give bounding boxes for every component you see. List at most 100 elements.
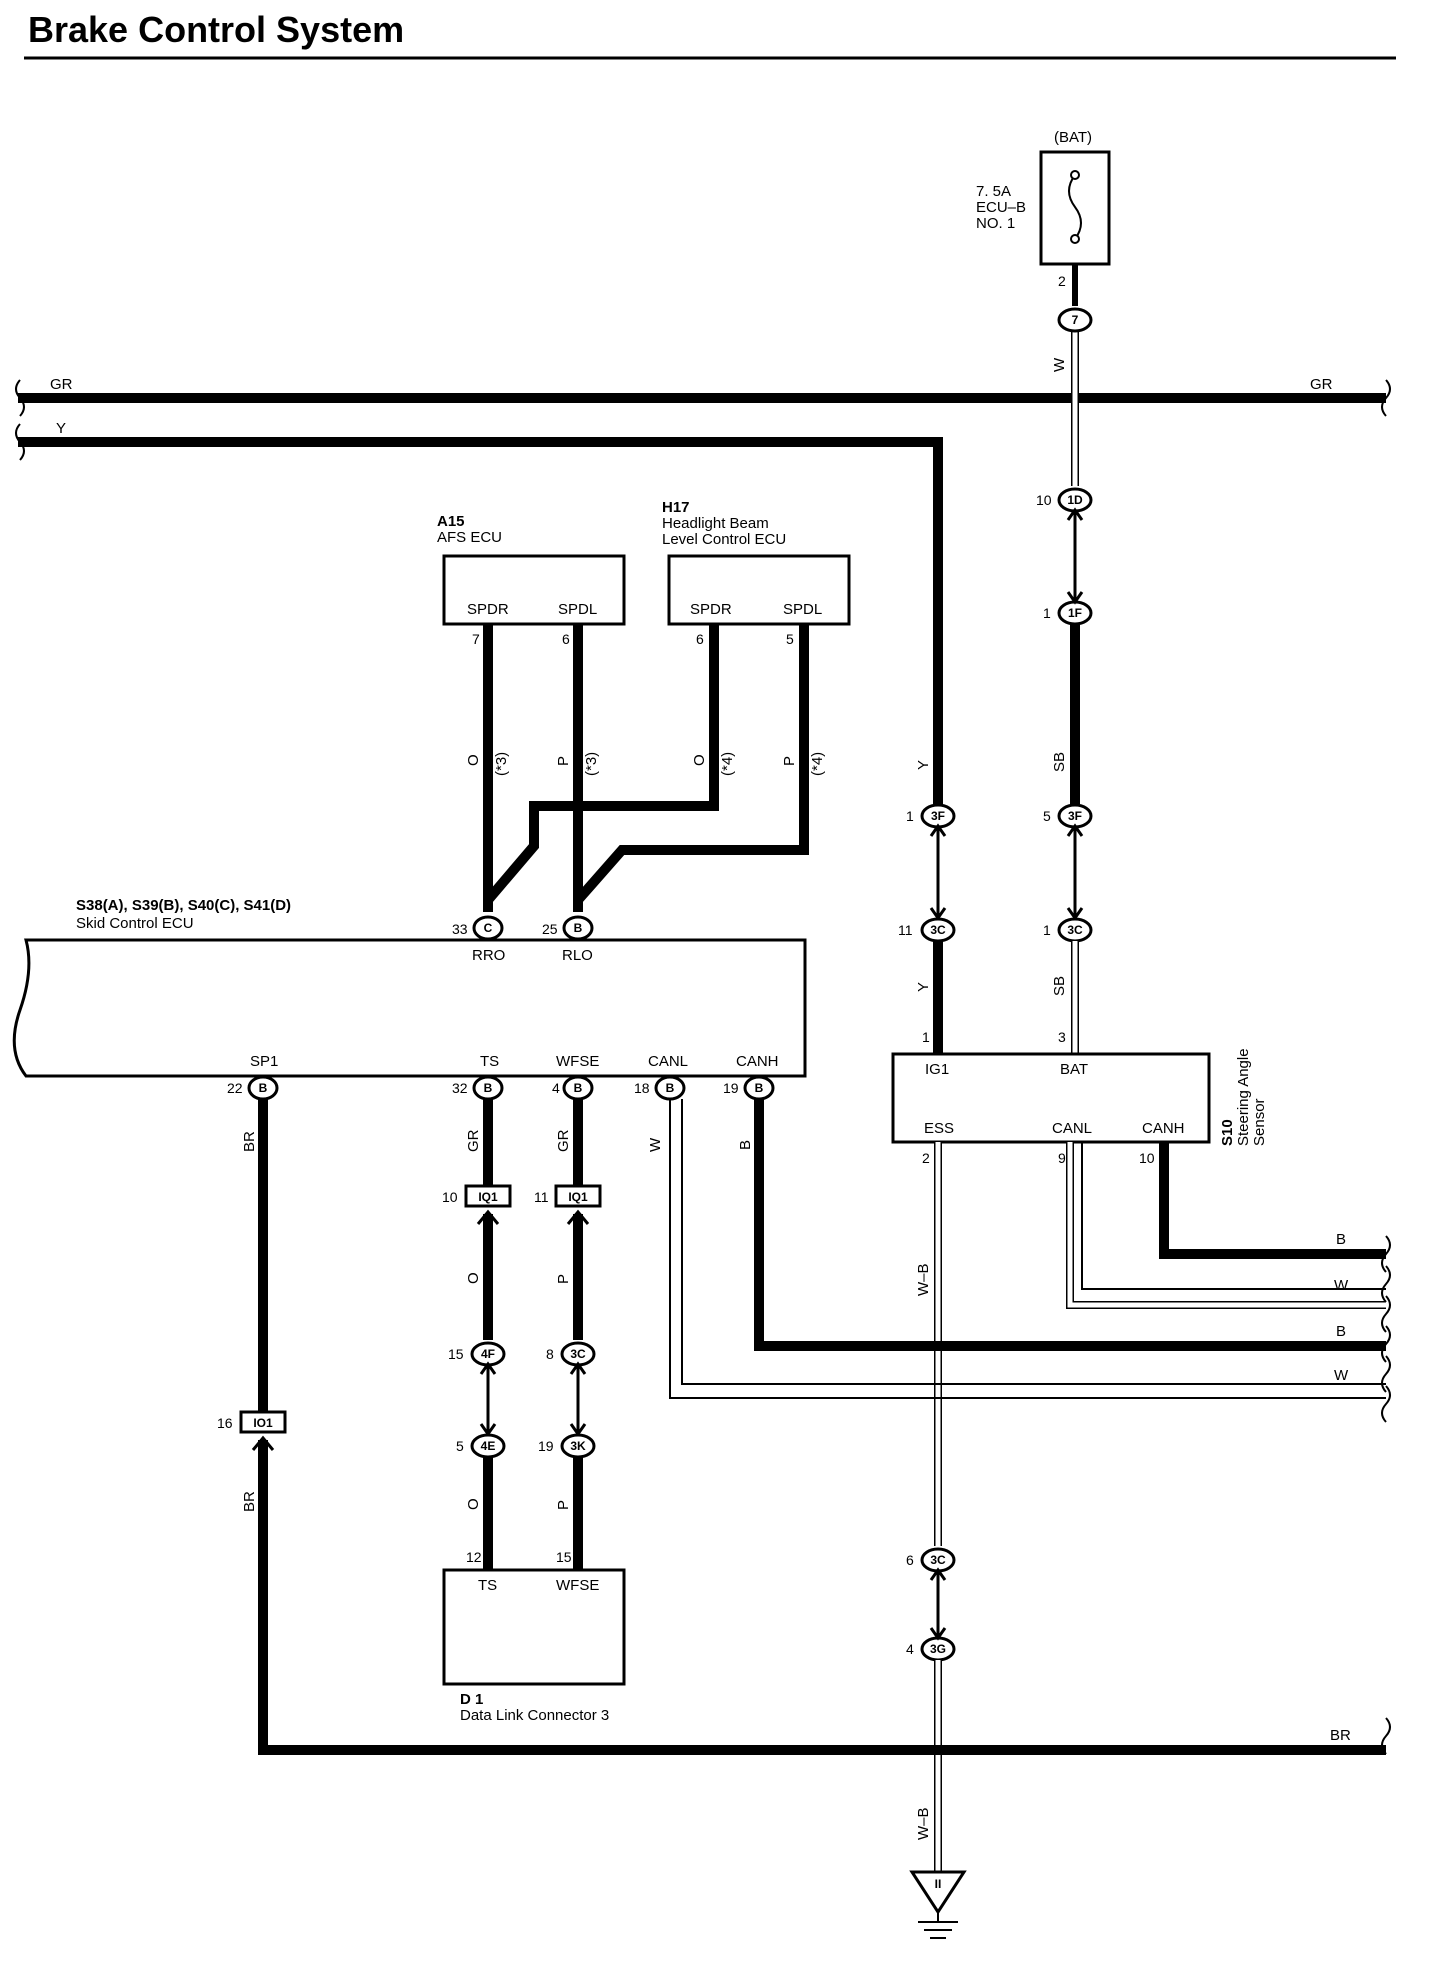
svg-text:B: B [1336, 1323, 1346, 1340]
br-wire-bottom: BR BR [241, 1435, 1386, 1755]
svg-text:(*4): (*4) [719, 752, 736, 776]
connector-3c-6: 3C 6 [906, 1547, 956, 1573]
svg-text:TS: TS [478, 1577, 497, 1594]
svg-text:CANH: CANH [736, 1053, 779, 1070]
svg-text:4: 4 [906, 1641, 914, 1657]
svg-text:BR: BR [1330, 1727, 1351, 1744]
svg-text:CANH: CANH [1142, 1120, 1185, 1137]
svg-text:IQ1: IQ1 [478, 1190, 498, 1204]
svg-text:B: B [574, 921, 583, 935]
svg-text:Sensor: Sensor [1251, 1098, 1268, 1146]
svg-text:SPDL: SPDL [558, 601, 597, 618]
connector-1d: 1D 10 [1036, 487, 1093, 513]
svg-text:5: 5 [1043, 808, 1051, 824]
svg-text:S38(A), S39(B), S40(C), S41(D): S38(A), S39(B), S40(C), S41(D) [76, 897, 291, 914]
p-wire-afs: P (*3) [555, 624, 600, 912]
svg-text:(*3): (*3) [583, 752, 600, 776]
svg-text:WFSE: WFSE [556, 1577, 599, 1594]
connector-b-32: B 32 [452, 1075, 504, 1101]
o-wire-headlight: O (*4) [484, 624, 736, 904]
connector-3f-5: 3F 5 [1043, 803, 1093, 829]
svg-text:Skid Control ECU: Skid Control ECU [76, 915, 194, 932]
connector-3c-11: 3C 11 [898, 917, 956, 943]
svg-text:7: 7 [1072, 313, 1079, 327]
svg-text:RLO: RLO [562, 947, 593, 964]
o-wire-ts: O [465, 1209, 500, 1340]
svg-text:3F: 3F [931, 809, 945, 823]
connector-b-4: B 4 [552, 1075, 594, 1101]
svg-text:16: 16 [217, 1415, 233, 1431]
connector-3f-1: 3F 1 [906, 803, 956, 829]
p-wire-headlight: P (*4) [574, 624, 826, 904]
svg-text:ESS: ESS [924, 1120, 954, 1137]
svg-text:SP1: SP1 [250, 1053, 278, 1070]
connector-3k-19: 3K 19 [538, 1433, 596, 1459]
y-bus-wire: Y [18, 420, 943, 812]
svg-text:II: II [935, 1877, 942, 1891]
svg-text:P: P [781, 756, 798, 766]
svg-text:WFSE: WFSE [556, 1053, 599, 1070]
svg-text:B: B [737, 1140, 754, 1150]
svg-text:W: W [647, 1137, 664, 1152]
connector-3c-1: 3C 1 [1043, 917, 1093, 943]
svg-text:3: 3 [1058, 1029, 1066, 1045]
svg-text:C: C [484, 921, 493, 935]
gr-bus-wire: GR GR [18, 376, 1386, 403]
svg-text:O: O [465, 1498, 482, 1510]
svg-text:18: 18 [634, 1080, 650, 1096]
svg-text:5: 5 [786, 631, 794, 647]
svg-text:P: P [555, 756, 572, 766]
gr-wire-wfse: GR [555, 1099, 583, 1186]
svg-text:D 1: D 1 [460, 1691, 483, 1708]
svg-text:SB: SB [1051, 752, 1068, 772]
o-wire-dlc-ts: O [465, 1457, 493, 1570]
svg-text:5: 5 [456, 1438, 464, 1454]
svg-text:B: B [484, 1081, 493, 1095]
svg-text:6: 6 [906, 1552, 914, 1568]
svg-text:8: 8 [546, 1346, 554, 1362]
connector-3c-8: 3C 8 [546, 1341, 596, 1367]
p-wire-wfse: P [555, 1209, 590, 1340]
sensor-canl-w-wire: W [1066, 1142, 1386, 1309]
svg-text:O: O [465, 754, 482, 766]
svg-text:O: O [465, 1272, 482, 1284]
w-wire-fuse: W [1051, 264, 1079, 486]
svg-text:CANL: CANL [1052, 1120, 1092, 1137]
wb-wire-ground: W–B [915, 1660, 942, 1872]
svg-text:(*4): (*4) [809, 752, 826, 776]
y-wire-lower: Y [915, 941, 943, 1056]
svg-text:A15: A15 [437, 513, 465, 530]
svg-text:4F: 4F [481, 1347, 495, 1361]
steering-angle-sensor: IG1 BAT ESS CANL CANH 1 3 2 9 10 S10 Ste… [891, 1029, 1268, 1166]
svg-text:10: 10 [442, 1189, 458, 1205]
svg-text:1F: 1F [1068, 606, 1082, 620]
connector-4e-5: 4E 5 [456, 1433, 506, 1459]
svg-text:GR: GR [555, 1129, 572, 1152]
connector-b-22: B 22 [227, 1075, 279, 1101]
svg-text:B: B [755, 1081, 764, 1095]
svg-text:CANL: CANL [648, 1053, 688, 1070]
connector-b-18: B 18 [634, 1075, 686, 1101]
svg-text:BR: BR [241, 1491, 258, 1512]
svg-text:25: 25 [542, 921, 558, 937]
svg-text:11: 11 [898, 922, 913, 938]
svg-text:AFS ECU: AFS ECU [437, 529, 502, 546]
fuse-ecu-b: (BAT) 7. 5A ECU–B NO. 1 2 [976, 129, 1111, 289]
connector-b-19: B 19 [723, 1075, 775, 1101]
svg-text:1D: 1D [1067, 493, 1083, 507]
svg-text:SB: SB [1051, 976, 1068, 996]
svg-text:3G: 3G [930, 1642, 946, 1656]
connector-7: 7 [1057, 307, 1093, 333]
svg-text:Level Control ECU: Level Control ECU [662, 531, 786, 548]
svg-text:P: P [555, 1500, 572, 1510]
svg-text:15: 15 [556, 1549, 572, 1565]
svg-text:SPDL: SPDL [783, 601, 822, 618]
svg-text:B: B [574, 1081, 583, 1095]
svg-text:NO. 1: NO. 1 [976, 215, 1015, 232]
y-wire-label: Y [915, 760, 932, 770]
connector-iq1-10: IQ1 10 [442, 1184, 512, 1208]
afs-ecu: A15 AFS ECU SPDR SPDL 7 6 [437, 513, 626, 647]
skid-canh-b-wire: B B [737, 1099, 1386, 1351]
connector-b-25: B 25 [542, 915, 594, 941]
svg-text:ECU–B: ECU–B [976, 199, 1026, 216]
